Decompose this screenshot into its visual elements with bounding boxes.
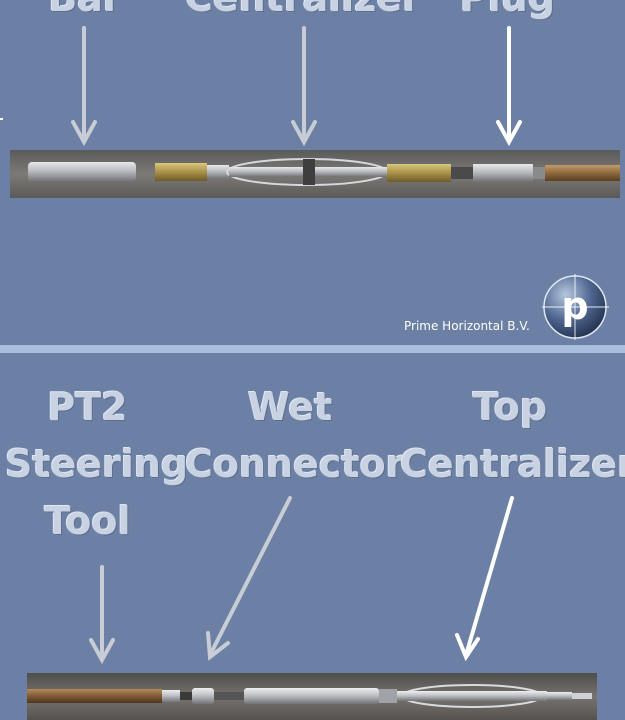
arrow-top-centralizer <box>455 496 514 662</box>
top-arrows <box>71 26 522 147</box>
bottom-arrows <box>89 496 514 665</box>
prime-horizontal-logo-icon: p <box>542 274 609 340</box>
label-pt2-steering-tool: PT2 Steering Tool <box>5 379 189 550</box>
arrow-plug <box>496 26 522 147</box>
edge-mark <box>0 118 3 120</box>
label-plug: Plug <box>455 0 560 27</box>
arrow-steering-tool <box>89 565 115 665</box>
label-bar-text: Bar <box>48 0 121 20</box>
label-pt2-line-2: Steering <box>5 442 189 486</box>
label-topc-line-2: Centralizer <box>400 442 625 486</box>
panel-divider <box>0 345 625 353</box>
label-pt2-line-1: PT2 <box>47 385 128 429</box>
bottom-panel: PT2 Steering Tool Wet Connector Top Cent… <box>0 353 625 720</box>
label-centralizer: Centralizer <box>185 0 421 27</box>
label-top-centralizer: Top Centralizer <box>400 379 625 493</box>
label-wet-line-2: Connector <box>185 442 405 486</box>
label-wet-connector: Wet Connector <box>185 379 405 493</box>
tool-string-photo-top <box>10 150 620 198</box>
arrow-centralizer <box>291 26 317 147</box>
tool-string-photo-bottom <box>27 673 597 720</box>
label-pt2-line-3: Tool <box>44 499 131 543</box>
arrow-wet-connector <box>206 496 292 661</box>
label-wet-line-1: Wet <box>247 385 333 429</box>
label-plug-text: Plug <box>460 0 555 20</box>
label-centralizer-text: Centralizer <box>185 0 421 20</box>
label-topc-line-1: Top <box>472 385 548 429</box>
label-bar: Bar <box>40 0 130 27</box>
brand-name: Prime Horizontal B.V. <box>404 319 530 333</box>
arrow-bar <box>71 26 97 147</box>
top-panel: Bar Centralizer Plug <box>0 0 625 345</box>
logo-letter: p <box>561 284 588 328</box>
